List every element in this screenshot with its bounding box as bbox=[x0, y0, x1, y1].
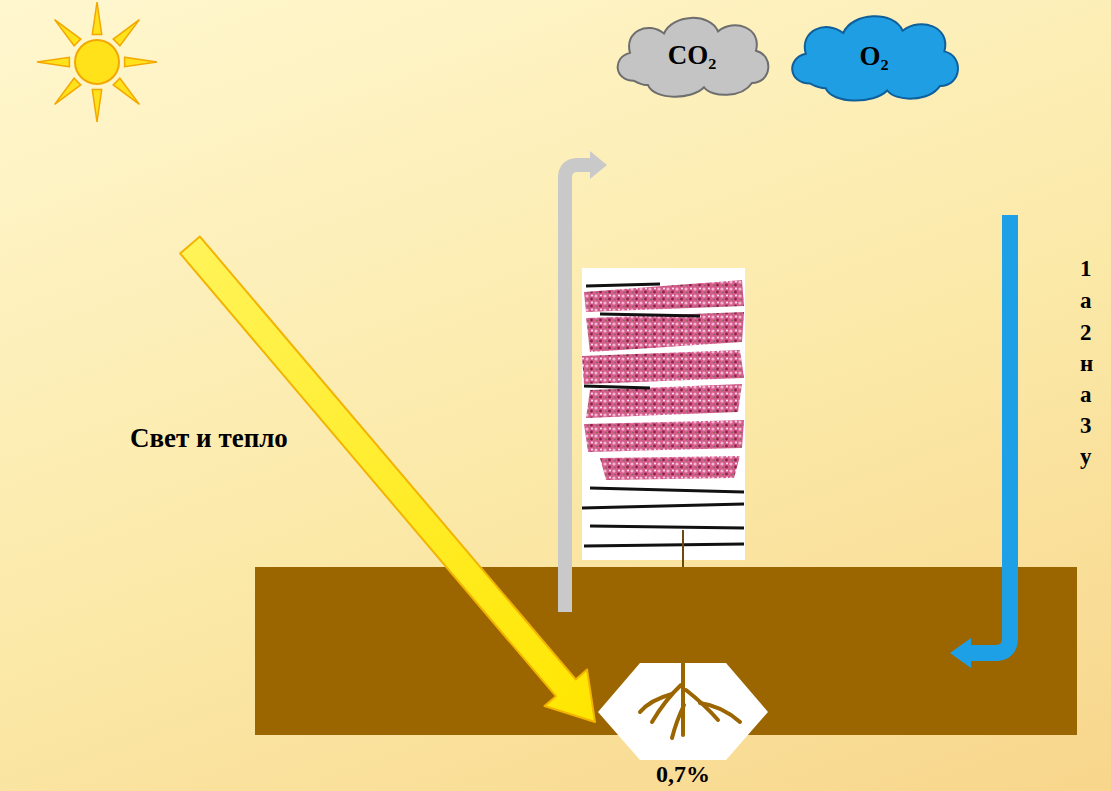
cloud-label: O₂ bbox=[855, 41, 892, 72]
cut-text-fragment: н bbox=[1080, 351, 1093, 376]
cloud-label: CO₂ bbox=[664, 40, 721, 71]
cut-text-fragment: у bbox=[1080, 444, 1092, 469]
sun-ray bbox=[113, 78, 139, 104]
co2-cloud: CO₂ bbox=[612, 12, 772, 98]
light-arrow bbox=[180, 237, 595, 722]
sun-ray bbox=[37, 57, 69, 66]
cut-text-fragment: 1 bbox=[1080, 256, 1092, 281]
roots bbox=[640, 663, 740, 738]
sun-ray bbox=[125, 57, 157, 66]
sun-ray bbox=[55, 20, 81, 46]
plant-picture bbox=[582, 268, 745, 567]
sun-symbol bbox=[37, 2, 157, 122]
o2-cloud: O₂ bbox=[786, 10, 962, 102]
sun-ray bbox=[92, 2, 101, 34]
light-heat-label: Свет и тепло bbox=[130, 424, 288, 454]
sun-ray bbox=[55, 78, 81, 104]
cut-text-fragment: а bbox=[1080, 288, 1092, 313]
cut-text-fragment: 3 bbox=[1080, 413, 1092, 438]
cut-text-fragment: 2 bbox=[1080, 320, 1092, 345]
cut-text-fragment: а bbox=[1080, 382, 1092, 407]
o2-arrow bbox=[950, 215, 1010, 668]
sun-ray bbox=[92, 90, 101, 122]
percent-label: 0,7% bbox=[656, 761, 710, 787]
sun-ray bbox=[113, 20, 139, 46]
root-hexagon bbox=[598, 663, 768, 760]
co2-arrow bbox=[565, 151, 607, 612]
